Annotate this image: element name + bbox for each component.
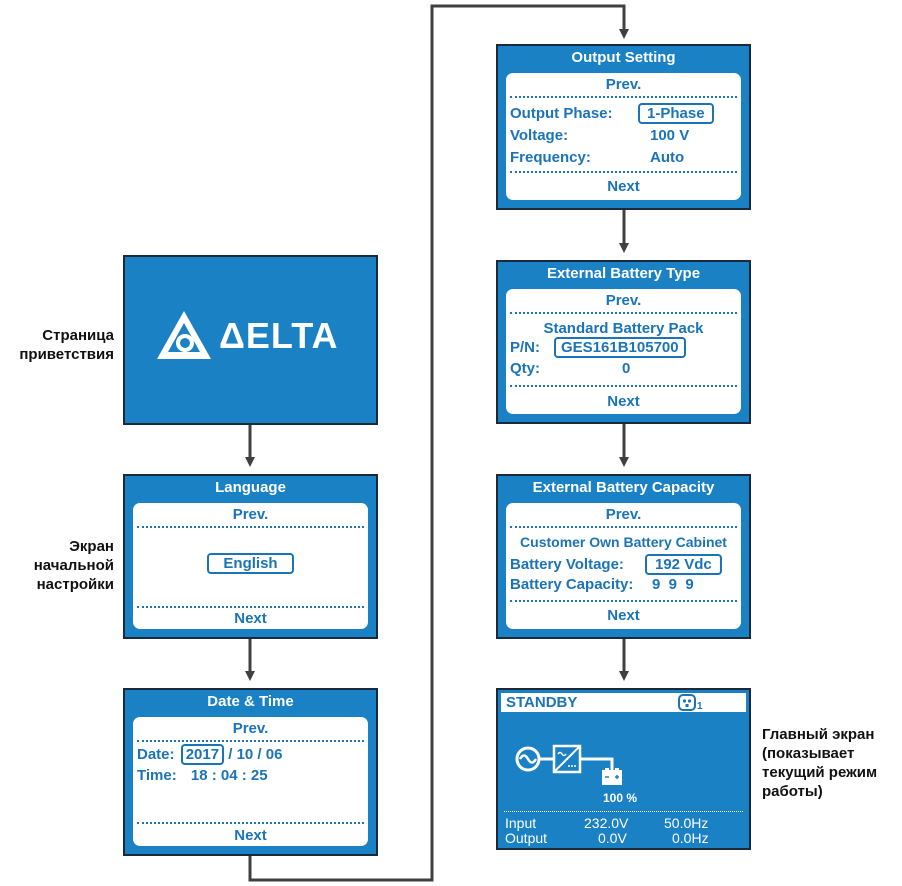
battery-voltage-label: Battery Voltage: xyxy=(510,556,624,573)
divider xyxy=(504,811,743,812)
prev-button[interactable]: Prev. xyxy=(232,506,269,523)
divider xyxy=(510,96,737,98)
battery-capacity-body: Prev. Customer Own Battery Cabinet Batte… xyxy=(506,503,741,629)
next-button[interactable]: Next xyxy=(607,393,640,410)
outlet-number: 1 xyxy=(697,701,703,712)
time-label: Time: xyxy=(137,767,177,784)
next-button[interactable]: Next xyxy=(607,178,640,195)
battery-capacity-screen: External Battery Capacity Prev. Customer… xyxy=(496,474,751,639)
language-screen: Language Prev. English Next xyxy=(123,474,378,639)
converter-icon xyxy=(552,744,582,774)
arrow-datetime-to-output xyxy=(248,4,629,882)
pn-label: P/N: xyxy=(510,339,540,356)
qty-value: 0 xyxy=(622,360,631,377)
main-screen: STANDBY 1 100 % Input 232.0 xyxy=(496,688,751,850)
input-label: Input xyxy=(505,815,537,831)
divider xyxy=(510,171,737,173)
battery-voltage-field[interactable]: 192 Vdc xyxy=(645,554,722,575)
status-text: STANDBY xyxy=(506,694,578,711)
output-frequency: 0.0Hz xyxy=(672,830,709,846)
divider xyxy=(137,526,364,528)
prev-button[interactable]: Prev. xyxy=(605,292,642,309)
battery-icon xyxy=(602,768,622,785)
battery-type-body: Prev. Standard Battery Pack P/N: GES161B… xyxy=(506,289,741,414)
voltage-value: 100 V xyxy=(650,127,690,144)
input-voltage: 232.0V xyxy=(584,815,629,831)
pn-field[interactable]: GES161B105700 xyxy=(554,337,686,358)
date-time-screen: Date & Time Prev. Date: 2017 / 10 / 06 T… xyxy=(123,688,378,856)
language-body: Prev. English Next xyxy=(133,503,368,629)
battery-pack-label: Standard Battery Pack xyxy=(543,320,704,337)
next-button[interactable]: Next xyxy=(607,607,640,624)
frequency-value: Auto xyxy=(650,149,685,166)
battery-capacity-label: Battery Capacity: xyxy=(510,576,634,593)
divider xyxy=(510,526,737,528)
output-setting-screen: Output Setting Prev. Output Phase: 1-Pha… xyxy=(496,44,751,210)
prev-button[interactable]: Prev. xyxy=(605,506,642,523)
battery-capacity-title: External Battery Capacity xyxy=(532,479,715,496)
delta-logo-text: ΔELTA xyxy=(219,315,339,356)
status-bar xyxy=(501,693,746,712)
language-title: Language xyxy=(215,479,286,496)
battery-type-title: External Battery Type xyxy=(546,265,701,282)
label-main-screen: Главный экран (показывает текущий режим … xyxy=(762,726,878,800)
divider xyxy=(510,312,737,314)
next-button[interactable]: Next xyxy=(234,827,267,844)
output-setting-title: Output Setting xyxy=(571,49,676,66)
battery-type-screen: External Battery Type Prev. Standard Bat… xyxy=(496,260,751,424)
battery-line xyxy=(580,757,614,770)
date-label: Date: xyxy=(137,746,175,763)
divider xyxy=(137,606,364,608)
battery-percent: 100 % xyxy=(603,791,638,805)
power-flow-diagram xyxy=(515,744,622,785)
output-setting-body: Prev. Output Phase: 1-Phase Voltage: 100… xyxy=(506,73,741,200)
label-initial-setup-screen: Экран начальной настройки xyxy=(33,538,114,593)
label-welcome-page: Страница приветствия xyxy=(19,327,114,363)
outlet-icon xyxy=(678,694,696,711)
frequency-label: Frequency: xyxy=(510,149,591,166)
date-year-field[interactable]: 2017 xyxy=(180,744,225,765)
next-button[interactable]: Next xyxy=(234,610,267,627)
input-frequency: 50.0Hz xyxy=(664,815,709,831)
welcome-screen: ΔELTA xyxy=(123,255,378,425)
date-time-body: Prev. Date: 2017 / 10 / 06 Time: 18 : 04… xyxy=(133,717,368,846)
language-select[interactable]: English xyxy=(207,553,294,574)
prev-button[interactable]: Prev. xyxy=(605,76,642,93)
divider xyxy=(137,822,364,824)
output-phase-label: Output Phase: xyxy=(510,105,613,122)
voltage-label: Voltage: xyxy=(510,127,569,144)
ac-source-icon xyxy=(515,746,541,772)
battery-cabinet-label: Customer Own Battery Cabinet xyxy=(520,534,727,550)
prev-button[interactable]: Prev. xyxy=(232,720,269,737)
qty-label: Qty: xyxy=(510,360,540,377)
delta-logo-icon xyxy=(157,311,211,359)
output-voltage: 0.0V xyxy=(598,830,627,846)
divider xyxy=(510,600,737,602)
time-value: 18 : 04 : 25 xyxy=(190,767,268,784)
battery-capacity-value: 9 9 9 xyxy=(652,576,694,593)
output-label: Output xyxy=(505,830,548,846)
date-month-day: / 10 / 06 xyxy=(228,746,283,763)
output-phase-select[interactable]: 1-Phase xyxy=(638,103,714,124)
date-time-title: Date & Time xyxy=(207,693,294,710)
divider xyxy=(137,740,364,742)
divider xyxy=(510,385,737,387)
